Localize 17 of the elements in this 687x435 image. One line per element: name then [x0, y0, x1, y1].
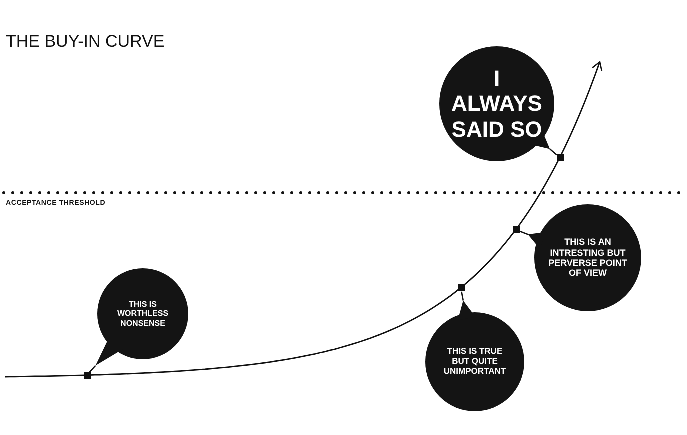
- leader-line: [550, 148, 558, 156]
- curve-marker: [512, 226, 520, 234]
- leader-line: [520, 230, 528, 236]
- bubble-text: I ALWAYS SAID SO: [451, 66, 543, 142]
- leader-line: [89, 365, 96, 373]
- bubble-text: THIS IS WORTHLESS NONSENSE: [116, 300, 170, 328]
- speech-bubble: [439, 46, 555, 162]
- curve-marker: [556, 154, 564, 162]
- speech-bubble: [95, 268, 189, 366]
- speech-bubble: [425, 300, 525, 412]
- leader-line: [461, 292, 464, 301]
- speech-bubble: [528, 204, 642, 312]
- curve-marker: [458, 284, 464, 292]
- bubble-text: THIS IS AN INTRESTING BUT PERVERSE POINT OF VIEW: [548, 237, 628, 279]
- bubble-text: THIS IS TRUE BUT QUITE UNIMPORTANT: [442, 347, 508, 377]
- curve-marker: [84, 372, 90, 379]
- title: THE BUY-IN CURVE: [6, 32, 165, 52]
